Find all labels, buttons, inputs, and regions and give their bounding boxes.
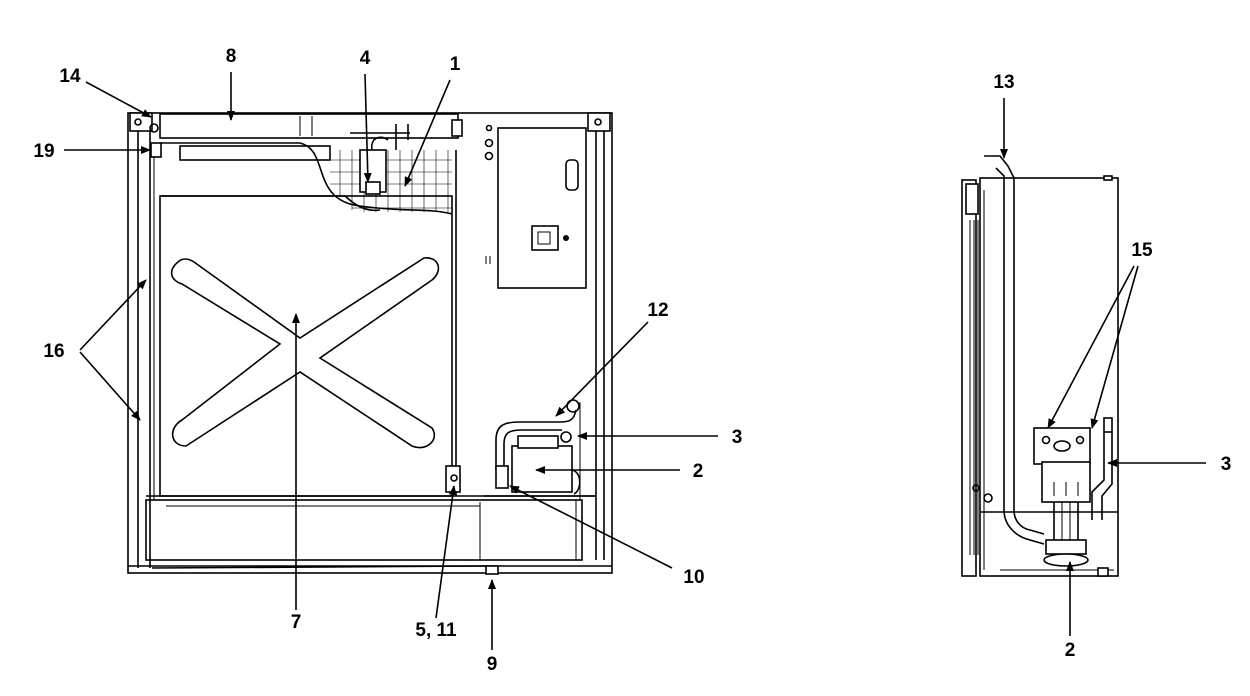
callout-5-11: 5, 11 [415,620,457,641]
callout-14: 14 [59,66,81,87]
kick-plate [145,499,583,561]
pump-motor [511,445,573,493]
front-callouts: 8 4 1 14 19 16 7 5, 11 9 12 3 2 10 [33,46,742,675]
callout-8: 8 [226,46,237,67]
callout-3-front: 3 [732,427,743,448]
door-hatch [969,220,979,555]
side-body [979,177,1119,577]
front-frame [127,112,613,574]
callout-13: 13 [993,72,1014,93]
callout-2-side: 2 [1065,640,1076,661]
callout-2-front: 2 [693,461,704,482]
callout-16: 16 [43,341,64,362]
callout-1: 1 [450,54,461,75]
callout-15: 15 [1131,240,1153,261]
pump-bracket [1033,427,1091,465]
side-view [961,155,1119,577]
callout-4: 4 [360,48,371,69]
callout-10: 10 [683,567,704,588]
side-callouts: 13 15 3 2 [993,72,1231,661]
leveling-foot [485,565,499,575]
x-bead [170,257,440,449]
upper-strip [179,145,331,161]
control-plate [497,127,587,289]
callout-12: 12 [647,300,668,321]
callout-9: 9 [487,654,498,675]
callout-7: 7 [291,612,302,633]
top-crossbar [159,113,459,139]
front-view [127,112,613,575]
hose-12 [495,409,577,470]
callout-19: 19 [33,141,54,162]
callout-3-side: 3 [1221,454,1232,475]
inner-panel [159,195,453,497]
